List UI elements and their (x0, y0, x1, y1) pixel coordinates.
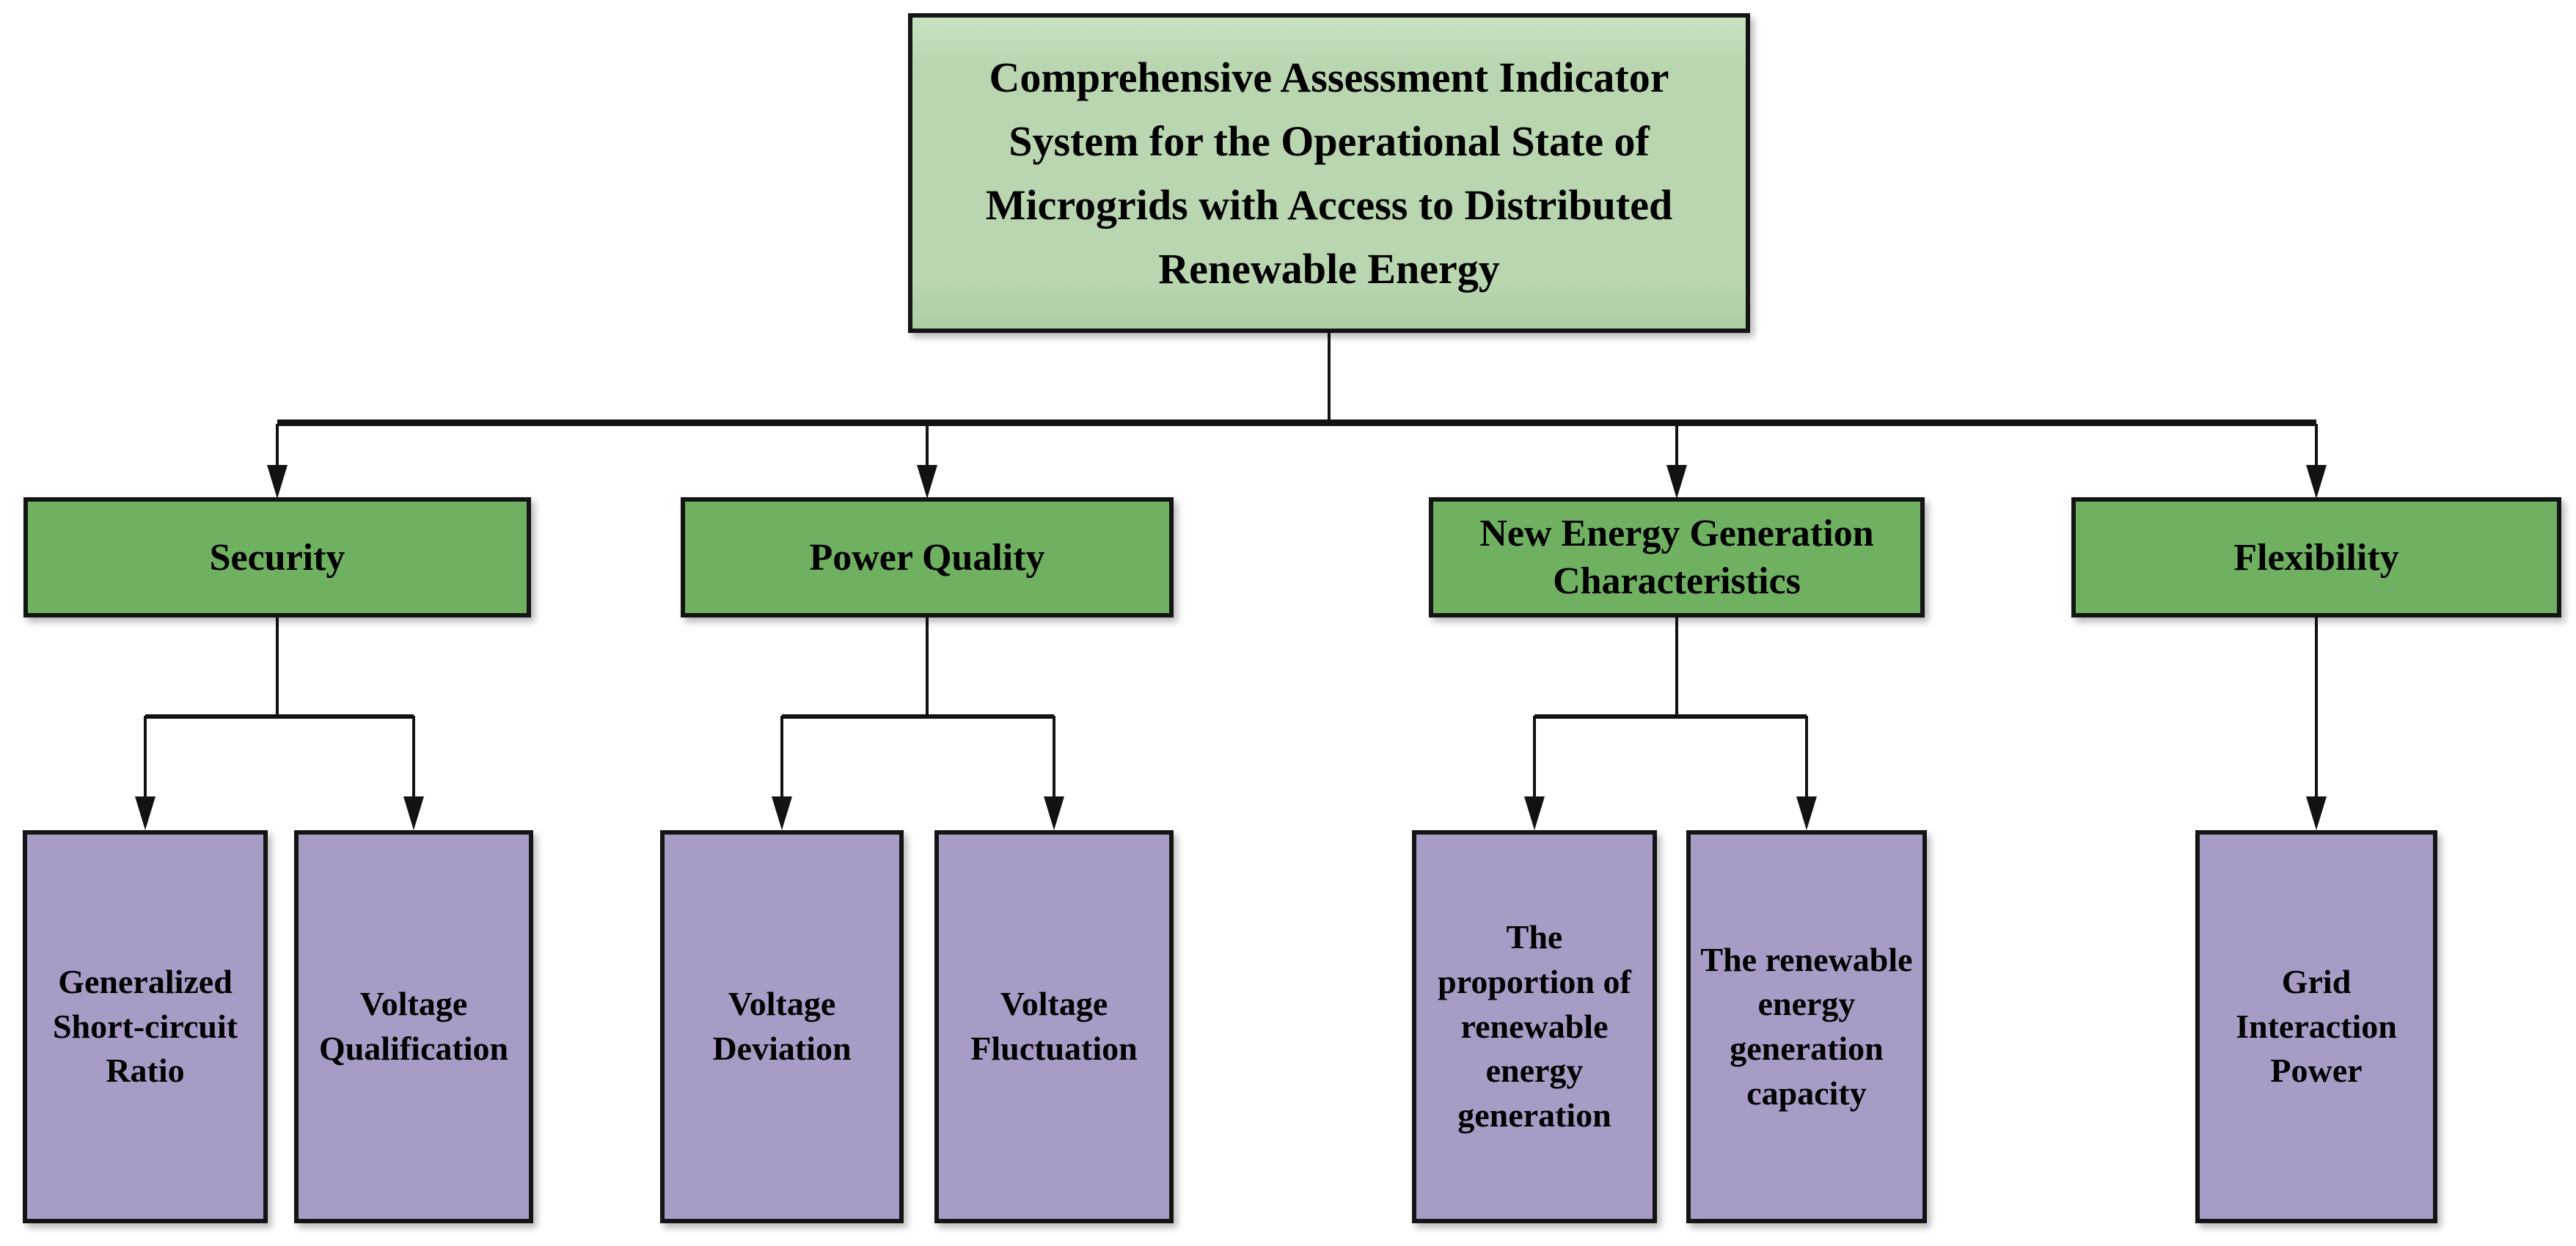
node-leaf-label: The proportion of renewable energy gener… (1438, 918, 1631, 1135)
node-leaf-generalized-short-circuit-ratio: Generalized Short-circuit Ratio (23, 830, 268, 1223)
node-leaf-proportion-renewable-generation: The proportion of renewable energy gener… (1412, 830, 1657, 1223)
node-category-label: Power Quality (809, 536, 1045, 579)
connector-drop-voltage-fluctuation (1053, 716, 1055, 798)
node-category-label: Security (209, 536, 345, 579)
connector-drop-gscr (144, 716, 147, 798)
node-root: Comprehensive Assessment Indicator Syste… (908, 13, 1750, 333)
arrow-down-icon (772, 796, 792, 830)
arrow-down-icon (2306, 796, 2327, 830)
node-leaf-label: Generalized Short-circuit Ratio (52, 962, 238, 1090)
arrow-down-icon (135, 796, 155, 830)
node-leaf-voltage-qualification: Voltage Qualification (294, 830, 533, 1223)
node-category-flexibility: Flexibility (2071, 497, 2561, 617)
arrow-down-icon (1796, 796, 1817, 830)
node-leaf-label: Voltage Deviation (712, 985, 852, 1067)
arrow-down-icon (1524, 796, 1545, 830)
node-category-new-energy: New Energy Generation Characteristics (1429, 497, 1925, 617)
connector-flexibility-stem (2315, 616, 2318, 798)
node-leaf-label: Grid Interaction Power (2236, 962, 2397, 1090)
connector-drop-power-quality (926, 424, 929, 466)
node-leaf-renewable-generation-capacity: The renewable energy generation capacity (1686, 830, 1927, 1223)
node-root-label: Comprehensive Assessment Indicator Syste… (985, 54, 1673, 293)
connector-drop-proportion-renewable (1533, 716, 1536, 798)
node-category-label: Flexibility (2233, 536, 2399, 579)
arrow-down-icon (1044, 796, 1064, 830)
connector-drop-security (276, 424, 279, 466)
arrow-down-icon (917, 465, 937, 499)
connector-new-energy-stem (1675, 616, 1678, 719)
connector-security-stem (276, 616, 279, 719)
connector-drop-renewable-capacity (1805, 716, 1808, 798)
connector-drop-voltage-qualification (412, 716, 415, 798)
node-leaf-voltage-fluctuation: Voltage Fluctuation (934, 830, 1174, 1223)
connector-drop-flexibility (2315, 424, 2318, 466)
node-leaf-label: The renewable energy generation capacity (1700, 940, 1913, 1112)
connector-drop-voltage-deviation (780, 716, 783, 798)
connector-security-bar (145, 714, 414, 719)
arrow-down-icon (2306, 465, 2327, 499)
connector-drop-new-energy (1675, 424, 1678, 466)
node-category-label: New Energy Generation Characteristics (1479, 513, 1874, 602)
node-leaf-label: Voltage Fluctuation (970, 985, 1138, 1067)
connector-power-quality-stem (926, 616, 929, 719)
connector-new-energy-bar (1534, 714, 1807, 719)
connector-power-quality-bar (782, 714, 1054, 719)
node-leaf-voltage-deviation: Voltage Deviation (660, 830, 904, 1223)
arrow-down-icon (403, 796, 424, 830)
arrow-down-icon (1666, 465, 1687, 499)
node-leaf-grid-interaction-power: Grid Interaction Power (2195, 830, 2437, 1223)
connector-root-stem (1328, 330, 1331, 422)
arrow-down-icon (267, 465, 288, 499)
node-category-power-quality: Power Quality (681, 497, 1174, 617)
node-leaf-label: Voltage Qualification (318, 985, 509, 1067)
node-category-security: Security (23, 497, 531, 617)
connector-level1-bar (277, 419, 2316, 426)
